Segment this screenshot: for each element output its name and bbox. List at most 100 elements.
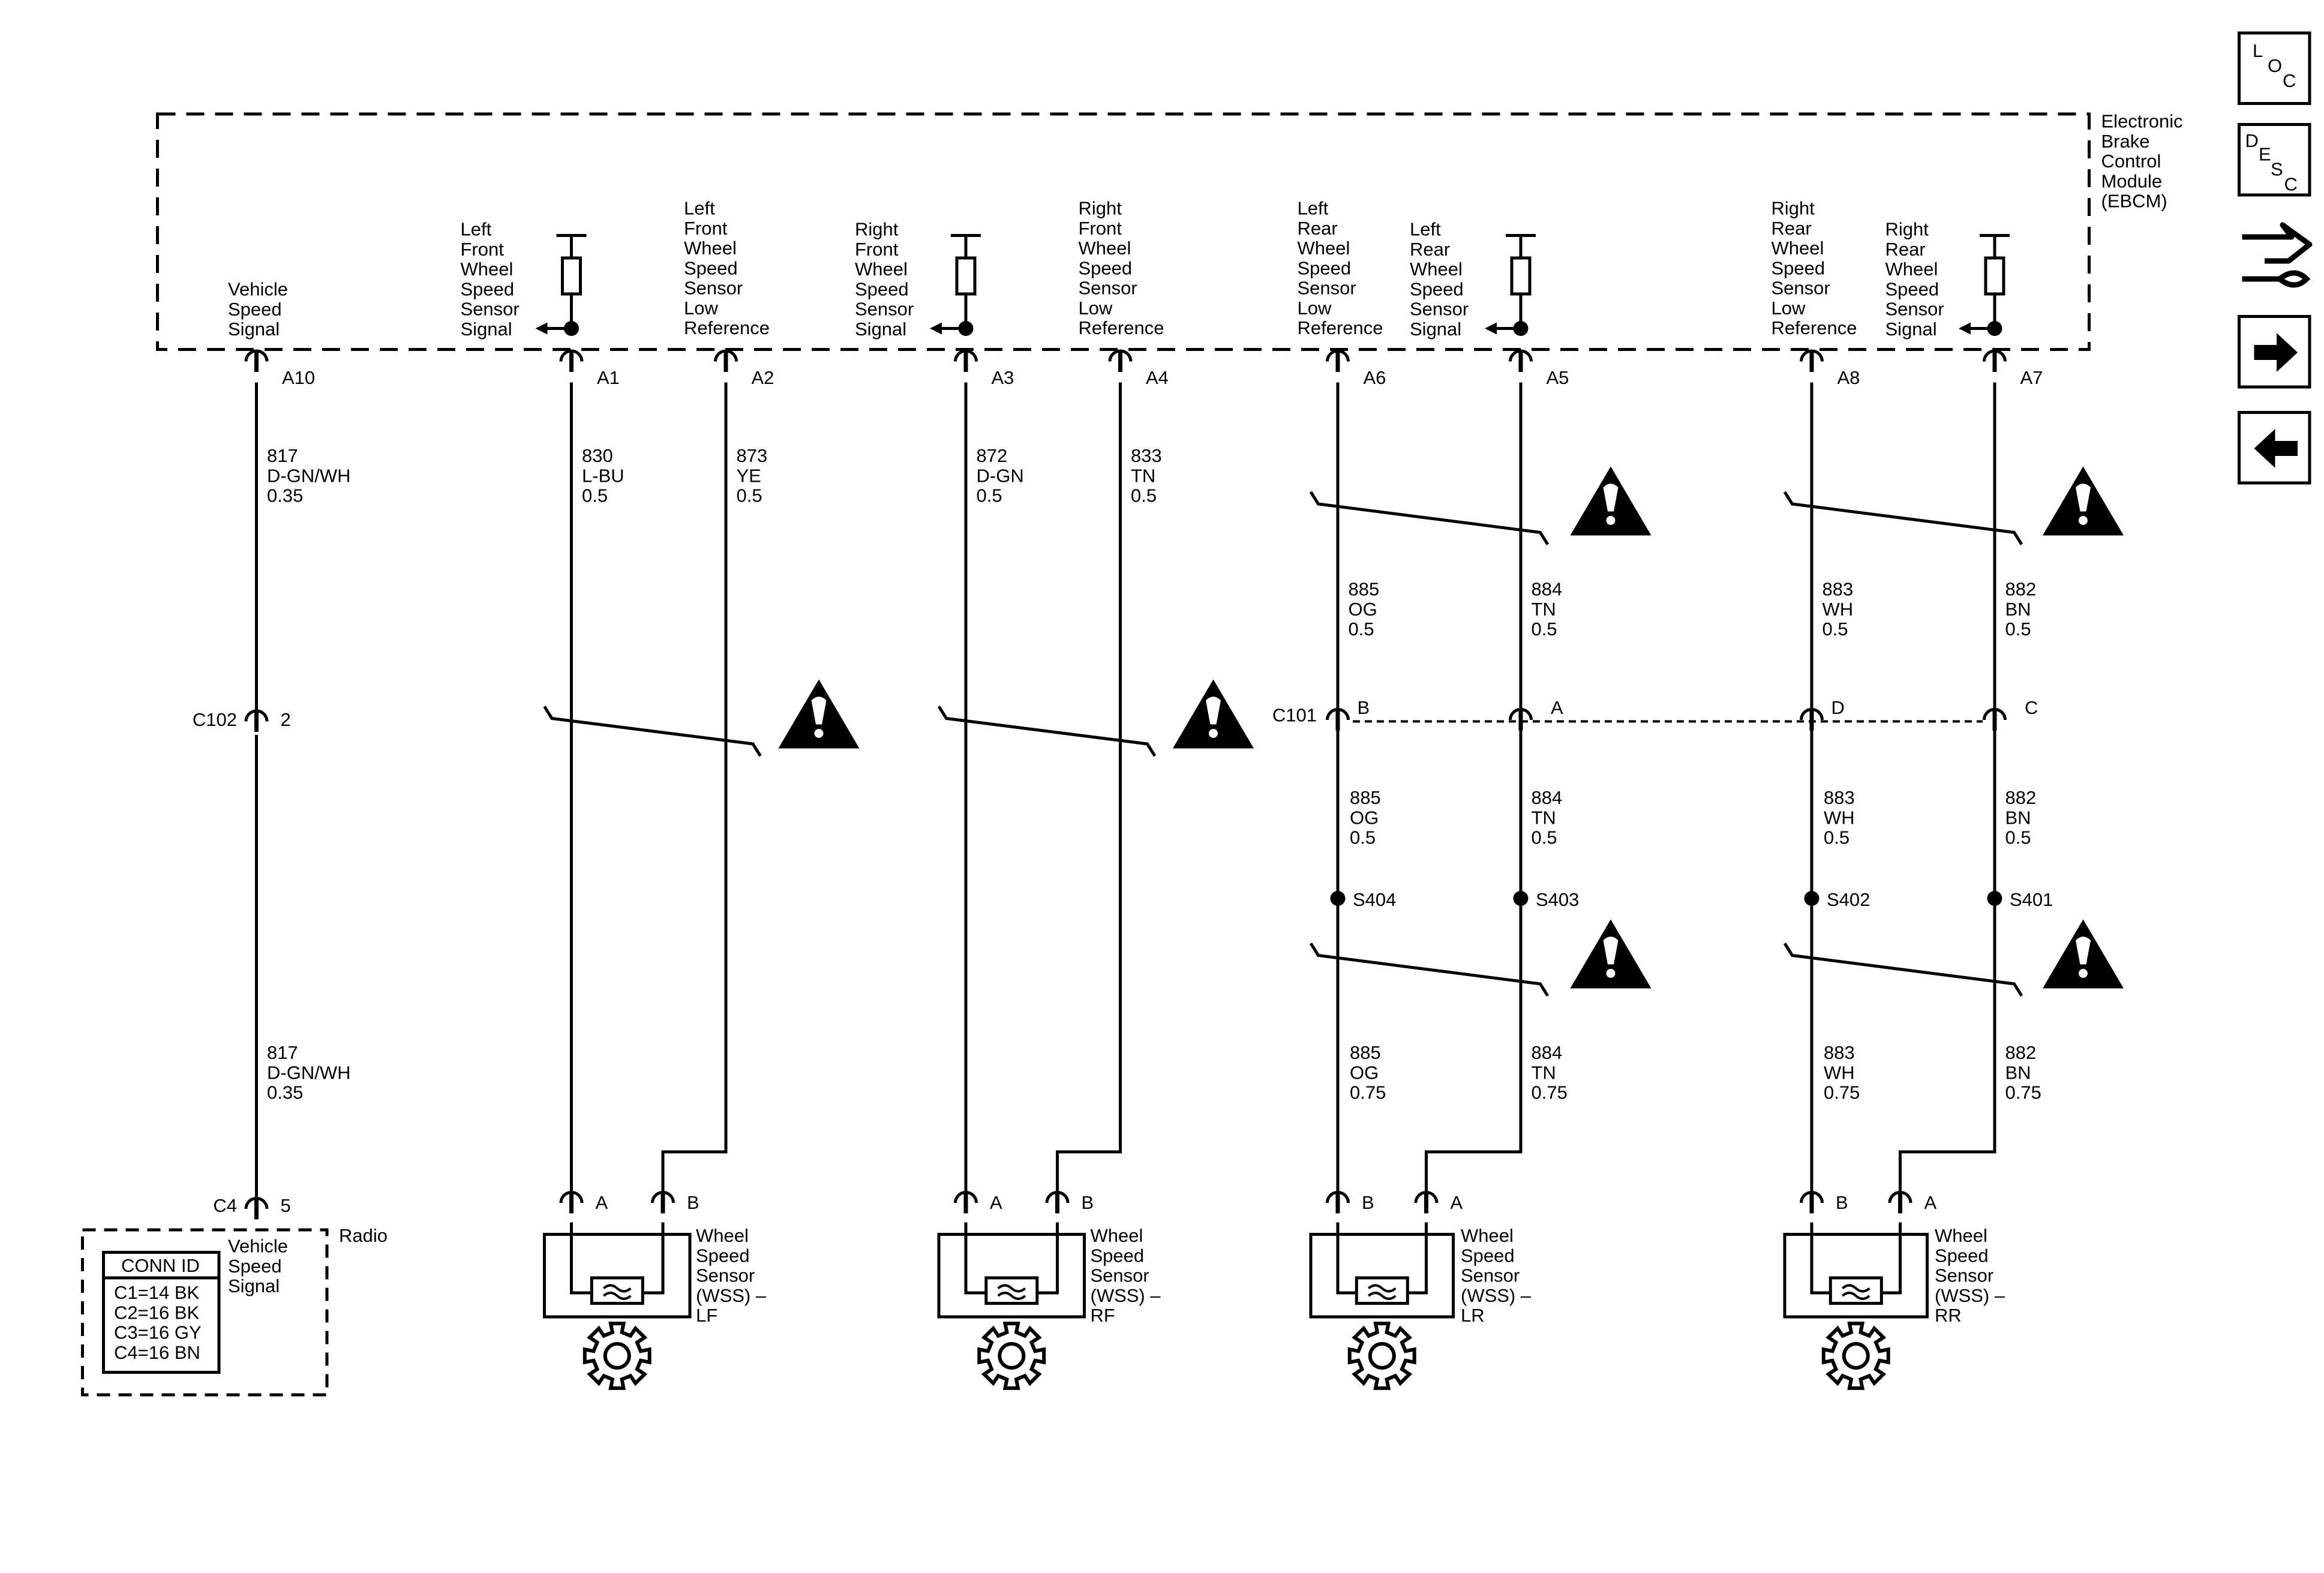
warning-icon[interactable] xyxy=(778,679,860,749)
wire-label: 0.75 xyxy=(1824,1082,1860,1103)
wire-label: 885 xyxy=(1349,579,1380,600)
pin-label: Front xyxy=(1079,218,1122,239)
sensor-pin-id: A xyxy=(1924,1192,1937,1213)
wire-label: D-GN/WH xyxy=(267,1062,350,1083)
sensor-label: Sensor xyxy=(1091,1265,1149,1286)
wire-label: BN xyxy=(2005,599,2031,620)
pin-label: Rear xyxy=(1298,218,1338,239)
wire-label: 0.5 xyxy=(737,485,762,506)
gear-hub xyxy=(1368,1342,1396,1370)
wire-low-ref xyxy=(661,382,728,1200)
warning-icon[interactable] xyxy=(2043,466,2124,536)
wire-label: BN xyxy=(2005,1062,2031,1083)
pin-label: Wheel xyxy=(1298,238,1350,259)
pin-label: Sensor xyxy=(1410,299,1469,320)
wire-label: 0.5 xyxy=(2005,827,2031,848)
pin-label: Right xyxy=(1771,198,1815,219)
wire-label: 882 xyxy=(2005,579,2037,600)
loc-char: L xyxy=(2253,40,2263,61)
pin-label: Speed xyxy=(684,257,738,278)
wire-label: 882 xyxy=(2005,787,2037,808)
pin-label: Sensor xyxy=(1885,299,1944,320)
location-icon-frame xyxy=(2238,31,2311,105)
sensor-label: (WSS) – xyxy=(1461,1285,1532,1306)
module-name: Module xyxy=(2101,170,2163,191)
pin-id: A10 xyxy=(282,367,315,388)
warning-exclamation xyxy=(1603,936,1619,965)
service-tool-icon[interactable] xyxy=(2242,222,2313,288)
wire-label: 0.5 xyxy=(1131,485,1157,506)
warning-icon[interactable] xyxy=(1570,919,1652,989)
sensor-label: Wheel xyxy=(1461,1225,1514,1246)
wire-label: WH xyxy=(1822,599,1854,620)
tool-hand xyxy=(2242,222,2313,264)
description-icon-frame xyxy=(2238,123,2311,197)
desc-char: D xyxy=(2245,130,2259,151)
sensor-pin-id: B xyxy=(687,1192,699,1213)
pin-label: Wheel xyxy=(855,259,908,280)
pullup-resistor-arrow-head xyxy=(1485,322,1497,335)
wire-label: 883 xyxy=(1824,787,1855,808)
wire-label: TN xyxy=(1532,807,1556,828)
pin-label: Speed xyxy=(1079,257,1133,278)
warning-exclamation xyxy=(2076,484,2091,512)
gear-outline xyxy=(1821,1322,1890,1390)
wire-label: 0.5 xyxy=(1349,619,1374,640)
sensor-pin-id: A xyxy=(1451,1192,1463,1213)
pin-label: Speed xyxy=(855,278,909,299)
gear-outline xyxy=(977,1322,1046,1390)
wheel-gear-icon xyxy=(1821,1322,1890,1390)
warning-icon[interactable] xyxy=(2043,919,2124,989)
radio-signal-label: Signal xyxy=(228,1275,280,1296)
wire-label: 830 xyxy=(582,445,613,466)
pin-label: Signal xyxy=(228,319,280,340)
pin-id: A8 xyxy=(1837,367,1860,388)
splice-dot xyxy=(1804,891,1819,906)
warning-dot xyxy=(1606,516,1616,525)
pin-id: A6 xyxy=(1364,367,1386,388)
forward-arrow-icon[interactable] xyxy=(2238,315,2311,389)
pullup-resistor-node xyxy=(1513,321,1529,336)
location-icon[interactable]: LOC xyxy=(2238,31,2311,105)
sensor-pin-id: B xyxy=(1082,1192,1094,1213)
wire-label: TN xyxy=(1532,599,1556,620)
wire-label: 0.75 xyxy=(1532,1082,1568,1103)
warning-icon[interactable] xyxy=(1173,679,1254,749)
wire-label: D-GN xyxy=(977,465,1024,486)
sensor-label: Wheel xyxy=(696,1225,749,1246)
warning-dot xyxy=(1606,969,1616,978)
warning-icon[interactable] xyxy=(1570,466,1652,536)
pullup-resistor-node xyxy=(958,321,974,336)
wire-label: 0.75 xyxy=(1350,1082,1386,1103)
gear-outline xyxy=(582,1322,651,1390)
pin-label: Left xyxy=(461,219,492,240)
wire-label: D-GN/WH xyxy=(267,465,350,486)
sensor-label: LF xyxy=(696,1305,717,1326)
sensor-label: Speed xyxy=(1935,1245,1989,1266)
conn-id-title: CONN ID xyxy=(121,1255,200,1276)
connector-c101-name: C101 xyxy=(1272,705,1317,726)
wire-label: BN xyxy=(2005,807,2031,828)
pin-label: Rear xyxy=(1410,239,1450,260)
pin-label: Left xyxy=(684,198,715,219)
wire-label: 0.5 xyxy=(977,485,1002,506)
pin-label: Right xyxy=(1079,198,1122,219)
radio-name: Radio xyxy=(339,1225,388,1246)
conn-id-row: C3=16 GY xyxy=(114,1322,202,1343)
sensor-label: Wheel xyxy=(1935,1225,1987,1246)
pin-id: A1 xyxy=(597,367,620,388)
wire-label: YE xyxy=(737,465,761,486)
wire-label: 0.5 xyxy=(1822,619,1848,640)
pin-label: Right xyxy=(1885,219,1929,240)
pin-label: Reference xyxy=(1079,317,1164,338)
wire-label: 884 xyxy=(1532,579,1563,600)
sensor-label: Speed xyxy=(696,1245,750,1266)
pullup-resistor-node xyxy=(564,321,579,336)
wire-label: 0.5 xyxy=(1824,827,1849,848)
wire-label: 885 xyxy=(1350,787,1381,808)
back-arrow-icon[interactable] xyxy=(2238,411,2311,485)
pin-label: Low xyxy=(1298,298,1332,319)
sensor-label: (WSS) – xyxy=(1091,1285,1161,1306)
pin-label: Wheel xyxy=(684,238,737,259)
